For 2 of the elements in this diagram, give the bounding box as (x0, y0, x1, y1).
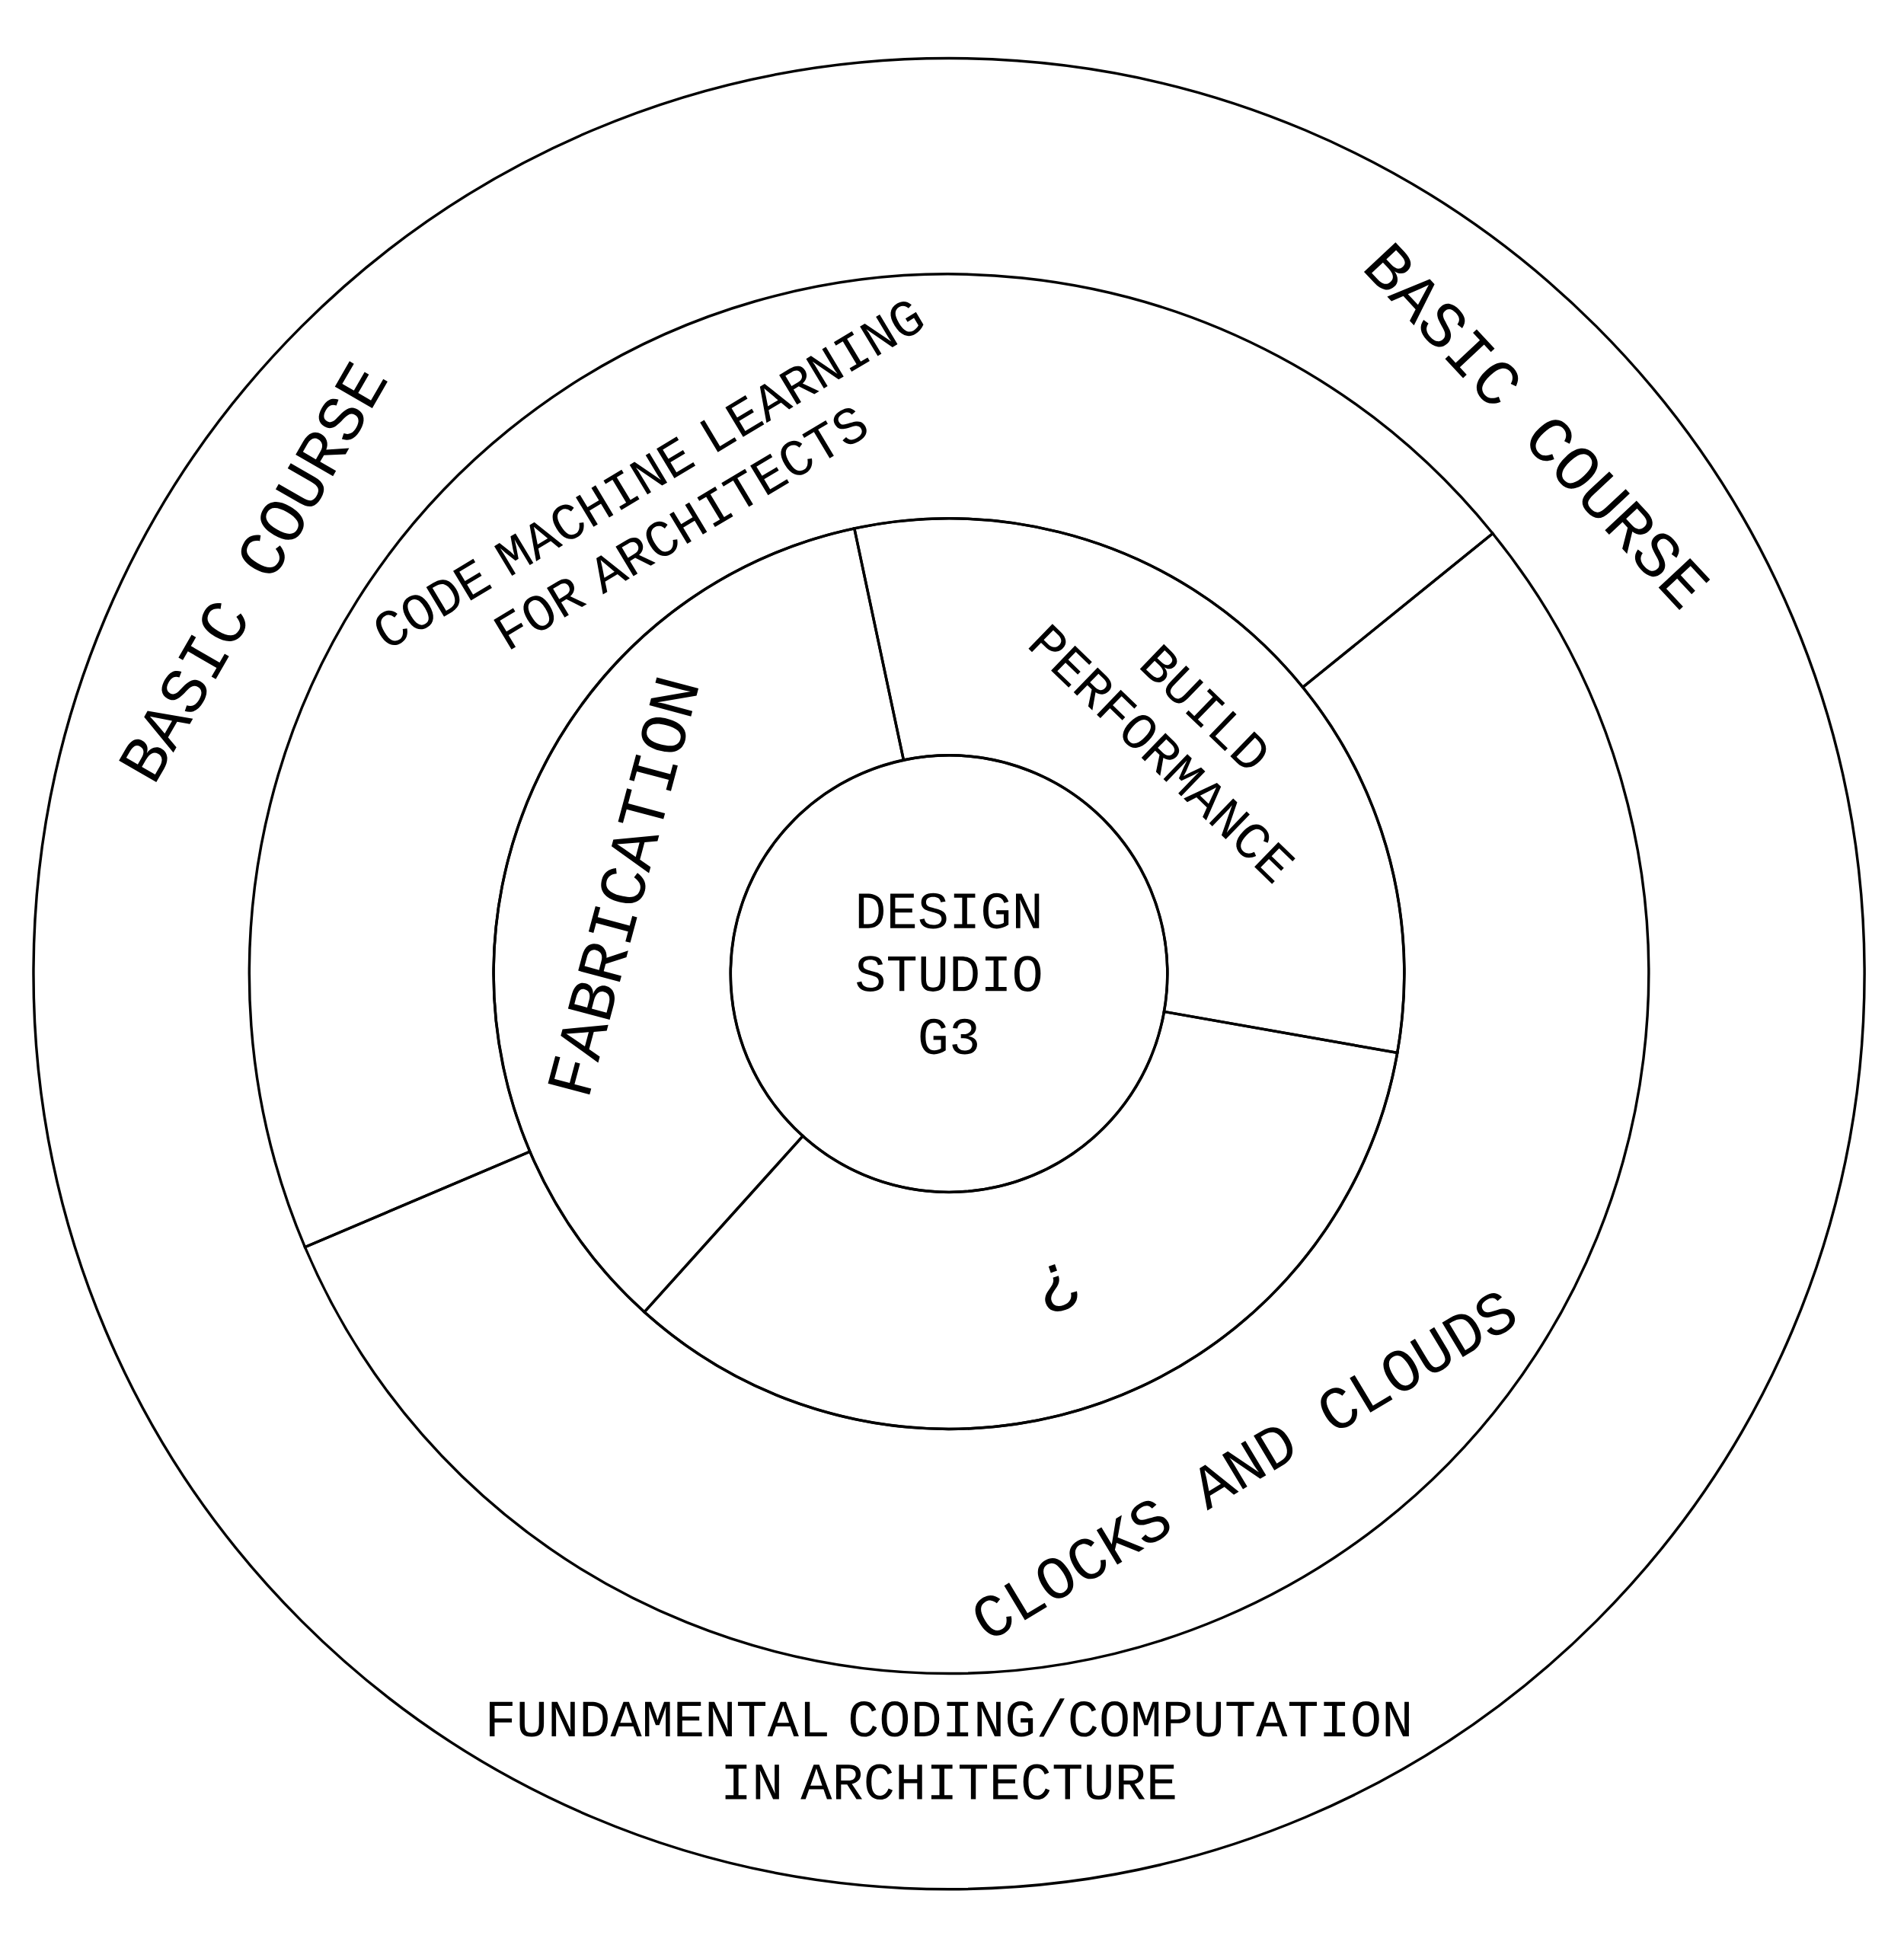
ring-band (32, 56, 1866, 1891)
ring-label: FUNDAMENTAL CODING/COMPUTATION IN ARCHITECTURE (489, 1698, 1409, 1800)
